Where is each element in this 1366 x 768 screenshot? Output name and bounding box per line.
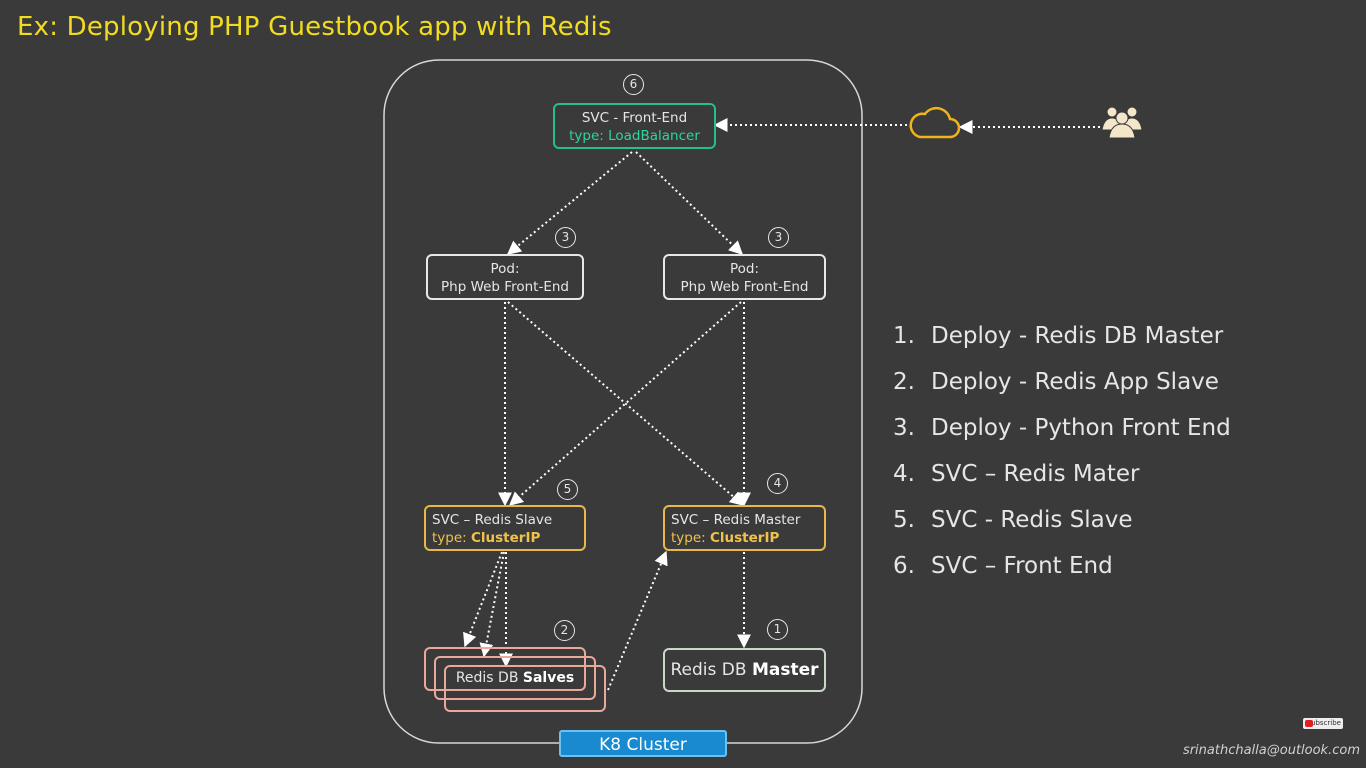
badge-4: 4 [767,473,788,494]
badge-3-left: 3 [555,227,576,248]
author-email: srinathchalla@outlook.com [1182,743,1360,758]
steps-list: 1.Deploy - Redis DB Master 2.Deploy - Re… [893,318,1231,594]
step-item: 2.Deploy - Redis App Slave [893,369,1219,395]
edge-slaves-svc-master [607,550,668,691]
subscribe-button[interactable]: Subscribe [1303,718,1343,729]
redis-slave-frame-2 [434,656,596,700]
edge-svc-slave-slave1 [463,551,503,648]
svc-redis-master-node: SVC – Redis Master type: ClusterIP [663,505,826,551]
step-item: 3.Deploy - Python Front End [893,415,1231,441]
badge-6: 6 [623,74,644,95]
pod-left-line2: Php Web Front-End [441,279,569,295]
svc-redis-slave-title: SVC – Redis Slave [432,512,553,528]
pod-right-line1: Pod: [729,261,760,277]
badge-1: 1 [767,619,788,640]
svc-redis-master-type: type: ClusterIP [671,530,780,546]
users-icon [1101,106,1143,139]
pod-left-line1: Pod: [490,261,520,277]
edge-svc-pod-right [635,151,744,255]
redis-slave-frame-1 [424,647,586,691]
cloud-icon [909,106,961,139]
step-item: 6.SVC – Front End [893,553,1113,579]
k8-cluster-label: K8 Cluster [559,730,727,757]
svc-frontend-type: type: LoadBalancer [569,128,700,144]
pod-right-node: Pod: Php Web Front-End [663,254,826,300]
svc-frontend-node: SVC - Front-End type: LoadBalancer [553,103,716,149]
badge-3-right: 3 [768,227,789,248]
pod-left-node: Pod: Php Web Front-End [426,254,584,300]
step-item: 5.SVC - Redis Slave [893,507,1133,533]
svc-redis-slave-node: SVC – Redis Slave type: ClusterIP [424,505,586,551]
redis-slave-frame-3 [444,665,606,712]
edge-podright-svc-slave [508,301,742,506]
step-item: 4.SVC – Redis Mater [893,461,1140,487]
step-item: 1.Deploy - Redis DB Master [893,323,1224,349]
redis-master-prefix: Redis DB [670,660,752,680]
badge-5: 5 [557,479,578,500]
badge-2: 2 [554,620,575,641]
edge-svc-slave-slave2 [479,551,505,658]
svc-redis-slave-type: type: ClusterIP [432,530,541,546]
pod-right-line2: Php Web Front-End [680,279,809,295]
redis-slaves-label: Redis DB Salves [455,670,575,686]
edge-svc-pod-left [506,151,633,255]
svc-frontend-title: SVC - Front-End [581,110,688,126]
page-title: Ex: Deploying PHP Guestbook app with Red… [17,12,612,42]
redis-master-node: Redis DB Master [663,648,826,692]
edge-podleft-svc-master [507,301,745,506]
redis-master-bold: Master [751,660,819,680]
k8-cluster-boundary [383,59,863,744]
svc-redis-master-title: SVC – Redis Master [671,512,801,528]
